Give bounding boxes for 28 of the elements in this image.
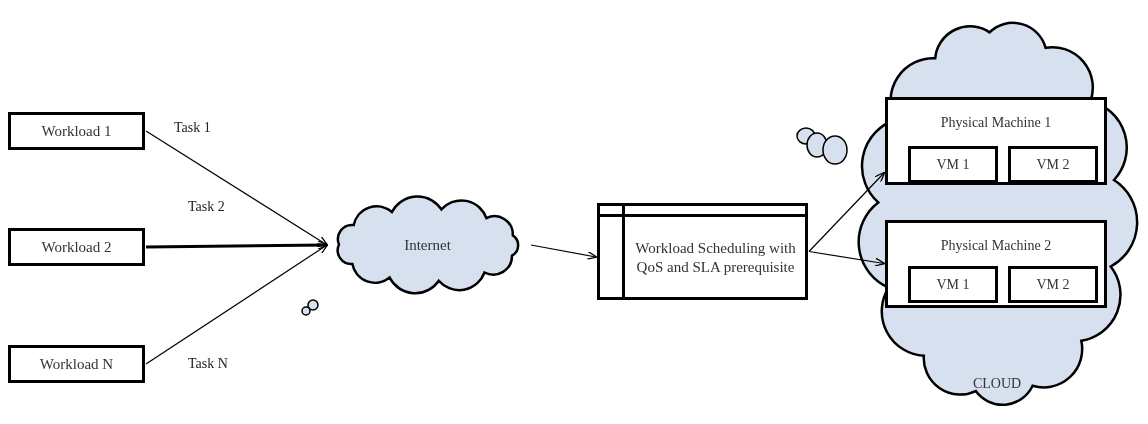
workload-label: Workload 2 bbox=[41, 237, 112, 257]
vm-box bbox=[908, 266, 998, 303]
vm-label: VM 2 bbox=[1036, 276, 1070, 294]
workload-box bbox=[8, 112, 145, 150]
vm-box bbox=[1008, 266, 1098, 303]
machine-label: Physical Machine 2 bbox=[940, 237, 1052, 255]
arrow bbox=[145, 130, 329, 247]
workload-box bbox=[8, 228, 145, 266]
vm-label: VM 2 bbox=[1036, 156, 1070, 174]
workload-label: Workload N bbox=[39, 354, 114, 374]
vm-box bbox=[1008, 146, 1098, 183]
internet-label: Internet bbox=[404, 235, 451, 255]
physical-machine-box bbox=[885, 220, 1107, 308]
vm-box bbox=[908, 146, 998, 183]
arrow bbox=[530, 244, 598, 260]
cloud-label: CLOUD bbox=[972, 375, 1022, 393]
workload-label: Workload 1 bbox=[41, 121, 112, 141]
arrow bbox=[808, 250, 886, 267]
vm-label: VM 1 bbox=[936, 156, 970, 174]
physical-machine-box bbox=[885, 97, 1107, 185]
arrow bbox=[808, 171, 886, 253]
workload-box bbox=[8, 345, 145, 383]
scheduler-box bbox=[597, 203, 808, 300]
arrow bbox=[146, 240, 329, 250]
machine-label: Physical Machine 1 bbox=[940, 114, 1052, 132]
vm-label: VM 1 bbox=[936, 276, 970, 294]
arrow bbox=[145, 243, 329, 365]
scheduler-label: Workload Scheduling with QoS and SLA prerequisite bbox=[634, 238, 797, 277]
